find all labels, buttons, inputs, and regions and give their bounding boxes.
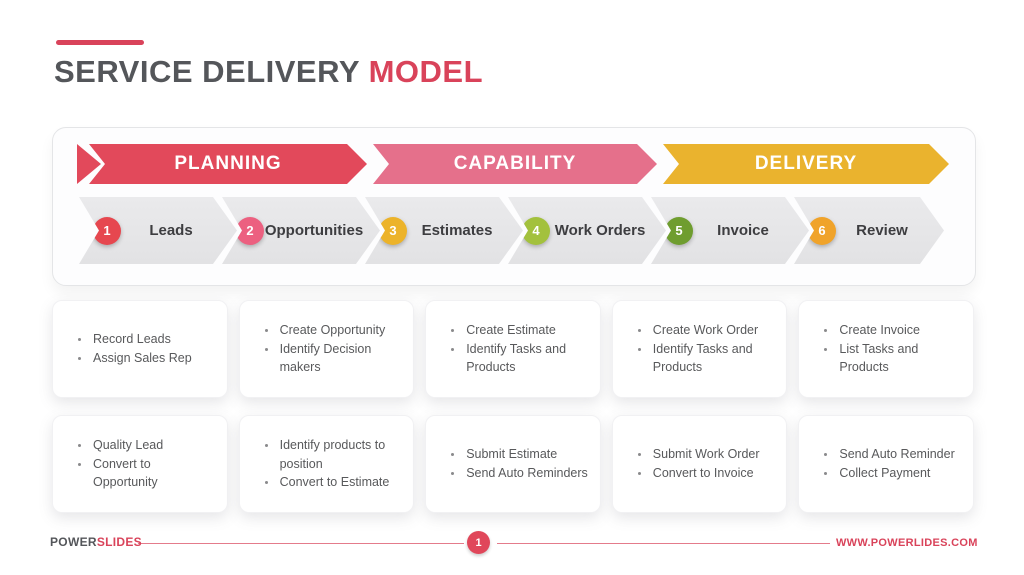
card-bullets: Quality Lead Convert to Opportunity xyxy=(53,436,227,492)
card-bullets: Create Estimate Identify Tasks and Produ… xyxy=(426,321,600,377)
step-label: Invoice xyxy=(717,222,769,239)
bullet-item: Create Work Order xyxy=(651,321,779,340)
title-highlight: MODEL xyxy=(368,54,484,89)
step-number-badge: 3 xyxy=(379,217,407,245)
bullet-item: Create Estimate xyxy=(464,321,592,340)
bullet-item: Identify Tasks and Products xyxy=(464,340,592,378)
bullet-item: Quality Lead xyxy=(91,436,219,455)
card-bullets: Send Auto Reminder Collect Payment xyxy=(799,445,962,483)
card-bullets: Create Invoice List Tasks and Products xyxy=(799,321,973,377)
bullet-item: Identify Tasks and Products xyxy=(651,340,779,378)
bullet-item: Convert to Invoice xyxy=(651,464,760,483)
bullet-item: Submit Estimate xyxy=(464,445,588,464)
card-invoice-bottom: Send Auto Reminder Collect Payment xyxy=(798,415,974,513)
step-number-badge: 2 xyxy=(236,217,264,245)
step-label: Opportunities xyxy=(264,222,364,239)
process-panel: PLANNING CAPABILITY DELIVERY 1 Leads 2 O… xyxy=(52,127,976,286)
card-work-orders-top: Create Work Order Identify Tasks and Pro… xyxy=(611,300,788,398)
phase-banner-capability: CAPABILITY xyxy=(373,144,657,184)
step-estimates: 3 Estimates xyxy=(365,197,523,264)
step-number-badge: 6 xyxy=(808,217,836,245)
phase-label: DELIVERY xyxy=(754,153,858,174)
step-number-badge: 5 xyxy=(665,217,693,245)
bullet-item: Send Auto Reminders xyxy=(464,464,588,483)
card-bullets: Submit Estimate Send Auto Reminders xyxy=(426,445,596,483)
footer-divider-left xyxy=(138,543,464,544)
website-link[interactable]: WWW.POWERLIDES.COM xyxy=(836,537,978,549)
step-invoice: 5 Invoice xyxy=(651,197,809,264)
card-bullets: Create Opportunity Identify Decision mak… xyxy=(240,321,414,377)
phase-banner-planning: PLANNING xyxy=(89,144,367,184)
footer-divider-right xyxy=(497,543,830,544)
bullet-item: Create Opportunity xyxy=(278,321,406,340)
bullet-item: Assign Sales Rep xyxy=(91,349,192,368)
step-label: Work Orders xyxy=(554,222,646,239)
page-title: SERVICE DELIVERY MODEL xyxy=(54,54,483,90)
card-leads-top: Record Leads Assign Sales Rep xyxy=(52,300,228,398)
cards-grid: Record Leads Assign Sales Rep Create Opp… xyxy=(52,300,974,513)
title-prefix: SERVICE DELIVERY xyxy=(54,54,369,89)
phase-label: CAPABILITY xyxy=(453,153,577,174)
page-number-badge: 1 xyxy=(467,531,490,554)
card-opportunities-bottom: Identify products to position Convert to… xyxy=(238,415,415,513)
step-work-orders: 4 Work Orders xyxy=(508,197,666,264)
bullet-item: Submit Work Order xyxy=(651,445,760,464)
brand-suffix: SLIDES xyxy=(96,535,142,549)
bullet-item: Send Auto Reminder xyxy=(837,445,954,464)
step-opportunities: 2 Opportunities xyxy=(222,197,380,264)
card-invoice-top: Create Invoice List Tasks and Products xyxy=(798,300,974,398)
bullet-item: Record Leads xyxy=(91,330,192,349)
card-bullets: Submit Work Order Convert to Invoice xyxy=(613,445,768,483)
step-review: 6 Review xyxy=(794,197,944,264)
brand-logo: POWERSLIDES xyxy=(50,535,142,549)
step-number-badge: 4 xyxy=(522,217,550,245)
card-estimates-top: Create Estimate Identify Tasks and Produ… xyxy=(425,300,601,398)
card-estimates-bottom: Submit Estimate Send Auto Reminders xyxy=(425,415,601,513)
card-leads-bottom: Quality Lead Convert to Opportunity xyxy=(52,415,228,513)
bullet-item: Identify products to position xyxy=(278,436,406,474)
bullet-item: Collect Payment xyxy=(837,464,954,483)
step-leads: 1 Leads xyxy=(79,197,237,264)
phase-banner-delivery: DELIVERY xyxy=(663,144,949,184)
card-opportunities-top: Create Opportunity Identify Decision mak… xyxy=(238,300,415,398)
card-work-orders-bottom: Submit Work Order Convert to Invoice xyxy=(611,415,788,513)
card-bullets: Create Work Order Identify Tasks and Pro… xyxy=(613,321,787,377)
bullet-item: Create Invoice xyxy=(837,321,965,340)
bullet-item: List Tasks and Products xyxy=(837,340,965,378)
bullet-item: Convert to Opportunity xyxy=(91,455,219,493)
card-bullets: Record Leads Assign Sales Rep xyxy=(53,330,200,368)
step-number-badge: 1 xyxy=(93,217,121,245)
phase-label: PLANNING xyxy=(174,153,282,174)
card-bullets: Identify products to position Convert to… xyxy=(240,436,414,492)
title-accent-bar xyxy=(56,40,144,45)
step-label: Estimates xyxy=(421,222,493,239)
bullet-item: Convert to Estimate xyxy=(278,473,406,492)
bullet-item: Identify Decision makers xyxy=(278,340,406,378)
brand-prefix: POWER xyxy=(50,535,97,549)
step-label: Leads xyxy=(149,222,193,239)
step-label: Review xyxy=(856,222,908,239)
